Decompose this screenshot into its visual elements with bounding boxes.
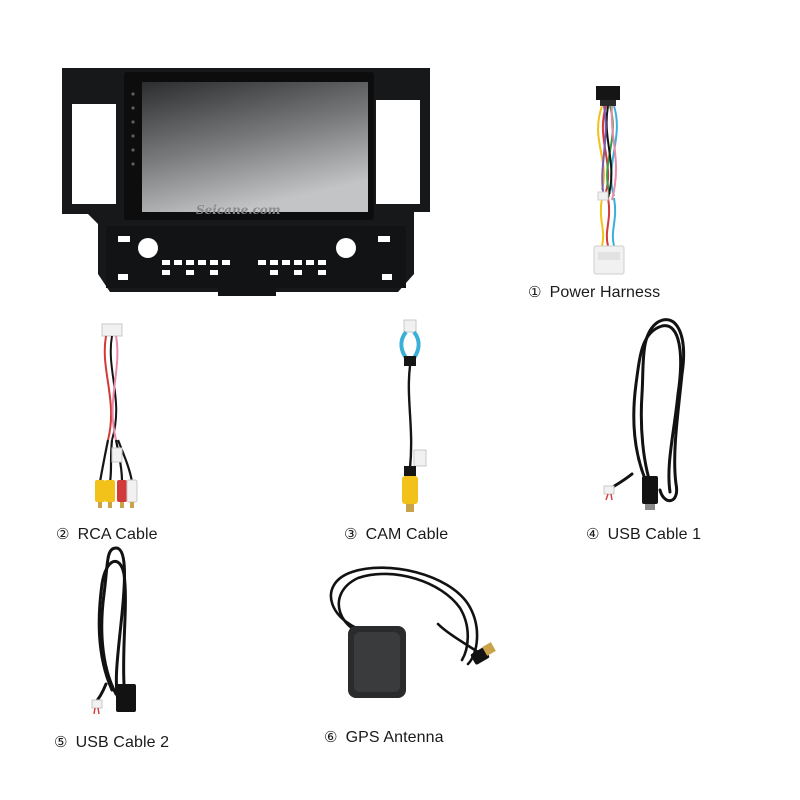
item-name: RCA Cable <box>77 526 158 543</box>
item-name: Power Harness <box>549 284 661 301</box>
usb-cable-icon <box>86 544 146 720</box>
item-label-rca-cable: ② RCA Cable <box>56 525 158 544</box>
item-label-cam-cable: ③ CAM Cable <box>344 525 448 544</box>
gps-antenna-icon <box>318 564 502 704</box>
usb-cable-icon <box>602 314 694 514</box>
item-label-usb-cable-2: ⑤ USB Cable 2 <box>54 733 169 752</box>
item-label-usb-cable-1: ④ USB Cable 1 <box>586 525 701 544</box>
head-unit: Seicane.com <box>58 64 436 300</box>
rca-cable-icon <box>86 320 146 512</box>
item-label-gps-antenna: ⑥ GPS Antenna <box>324 728 444 747</box>
item-number: ① <box>528 283 542 301</box>
item-name: CAM Cable <box>365 526 449 543</box>
watermark-text: Seicane.com <box>196 203 281 217</box>
power-harness-icon <box>580 80 640 280</box>
item-number: ⑤ <box>54 733 68 751</box>
cam-cable-icon <box>392 318 432 516</box>
head-unit-graphic: Seicane.com <box>62 68 430 296</box>
item-label-power-harness: ① Power Harness <box>528 283 660 302</box>
item-name: USB Cable 1 <box>607 526 702 543</box>
item-number: ④ <box>586 525 600 543</box>
item-number: ③ <box>344 525 358 543</box>
item-number: ⑥ <box>324 728 338 746</box>
item-name: GPS Antenna <box>345 729 444 746</box>
item-number: ② <box>56 525 70 543</box>
item-name: USB Cable 2 <box>75 734 170 751</box>
